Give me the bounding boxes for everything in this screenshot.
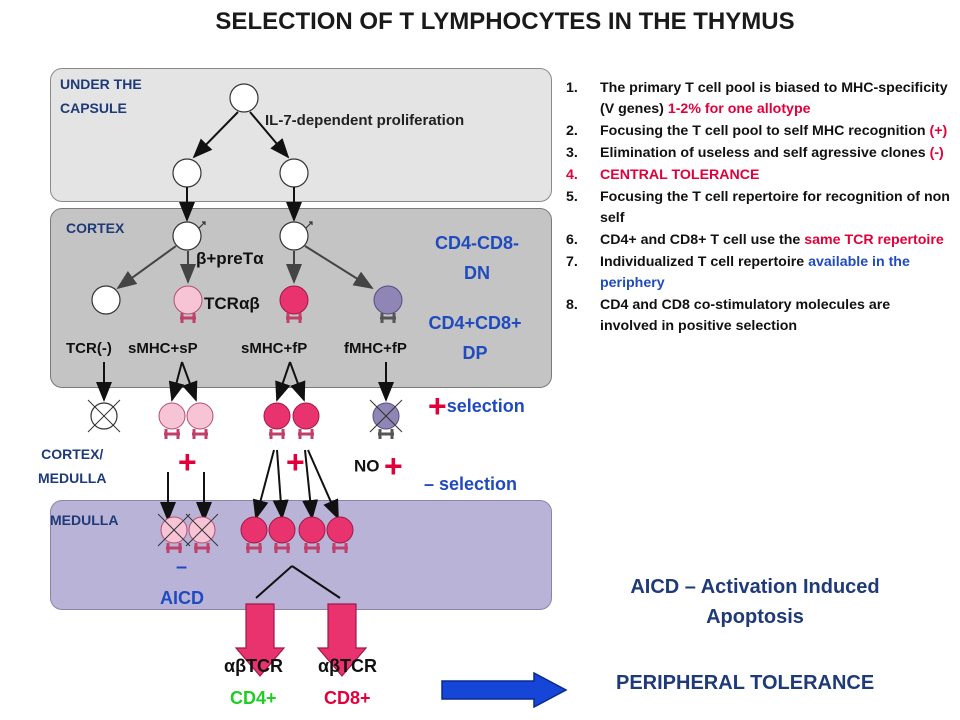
medulla-zone [50, 500, 552, 610]
smhc-sp-label: sMHC+sP [128, 340, 198, 357]
list-item: 4.CENTRAL TOLERANCE [566, 167, 760, 183]
list-item: 6.CD4+ and CD8+ T cell use the same TCR … [566, 232, 944, 248]
negative-selection-label: – selection [424, 474, 518, 494]
selection-steps-list: 1.The primary T cell pool is biased to M… [566, 78, 951, 338]
aicd-definition: AICD – Activation Induced Apoptosis [630, 576, 880, 628]
list-item: 3.Elimination of useless and self agress… [566, 145, 944, 161]
fmhc-fp-label: fMHC+fP [344, 340, 407, 357]
plus-fp: + [286, 444, 305, 480]
list-item: 2.Focusing the T cell pool to self MHC r… [566, 123, 948, 139]
cd4-label: CD4+ [230, 688, 277, 708]
medulla-label: MEDULLA [50, 512, 119, 528]
proliferating-cell-left [172, 158, 202, 188]
cortex-medulla-label: CORTEX/ MEDULLA [38, 446, 107, 486]
dn-cell-left [172, 221, 202, 251]
dn-cell-right [279, 221, 309, 251]
aicd-label: AICD [160, 588, 204, 608]
progenitor-cell [229, 83, 259, 113]
dead-cell-fmhc [369, 399, 403, 439]
smhc-fp-cell [279, 285, 309, 323]
il7-label: IL-7-dependent proliferation [265, 112, 465, 129]
under-capsule-label: UNDER THE CAPSULE [60, 76, 142, 116]
cd8-exit-arrow [316, 603, 368, 677]
peripheral-tolerance-label: PERIPHERAL TOLERANCE [616, 672, 875, 694]
pretcr-label: β+preTα [196, 249, 264, 268]
cortex-label: CORTEX [66, 220, 125, 236]
plus-sp: + [178, 444, 197, 480]
dn-label: CD4-CD8- DN [434, 233, 519, 283]
smhc-sp-cell [173, 285, 203, 323]
thymus-diagram [87, 83, 403, 677]
abtcr-cd4-label: αβTCR [224, 656, 284, 676]
aicd-dead-cell-2 [185, 513, 219, 553]
aicd-dead-cell-1 [157, 513, 191, 553]
minus-sign: – [176, 556, 188, 578]
positive-selection-label: +selection [428, 388, 525, 424]
mature-cell-3 [298, 516, 326, 553]
list-item: 5.Focusing the T cell repertoire for rec… [566, 189, 950, 226]
smhc-fp-label: sMHC+fP [241, 340, 308, 357]
sp-pink-cell-2 [186, 402, 214, 439]
sp-pink-cell-1 [158, 402, 186, 439]
list-item: 7.Individualized T cell repertoire avail… [566, 254, 910, 291]
cd4-exit-arrow [234, 603, 286, 677]
abtcr-cd8-label: αβTCR [318, 656, 378, 676]
fp-magenta-cell-1 [263, 402, 291, 439]
mature-cell-4 [326, 516, 354, 553]
no-plus-label: NO + [354, 448, 403, 484]
mature-cell-2 [268, 516, 296, 553]
list-item: 8.CD4 and CD8 co-stimulatory molecules a… [566, 297, 891, 334]
tcr-negative-label: TCR(-) [66, 340, 112, 357]
list-item: 1.The primary T cell pool is biased to M… [566, 80, 948, 117]
fp-magenta-cell-2 [292, 402, 320, 439]
fmhc-fp-cell [373, 285, 403, 323]
cd8-label: CD8+ [324, 688, 371, 708]
right-arrow-icon [441, 672, 568, 708]
dp-label: CD4+CD8+ DP [428, 313, 522, 363]
proliferating-cell-right [279, 158, 309, 188]
dead-cell-tcr-negative [87, 399, 121, 433]
tcr-negative-cell [91, 285, 121, 315]
tcrab-label: TCRαβ [204, 294, 260, 313]
mature-cell-1 [240, 516, 268, 553]
page-title: SELECTION OF T LYMPHOCYTES IN THE THYMUS [215, 8, 795, 35]
